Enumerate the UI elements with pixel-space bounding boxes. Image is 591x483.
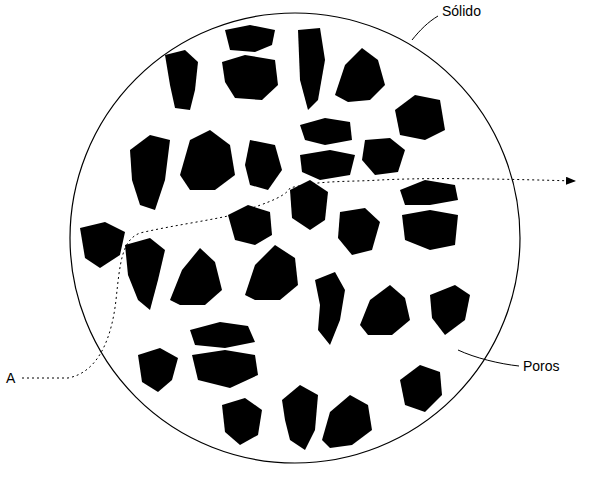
label-holder: Poros — [523, 357, 560, 375]
part-label: Sólido — [442, 3, 481, 19]
solid-outline — [70, 13, 520, 463]
flow-path — [22, 179, 575, 378]
solid-particles — [80, 25, 470, 450]
label-holder: A — [6, 369, 15, 387]
part-label: Poros — [523, 358, 560, 374]
leader-line — [458, 350, 519, 366]
leader-line — [412, 16, 438, 40]
label-holder: Sólido — [442, 2, 481, 20]
part-label: A — [6, 370, 15, 386]
